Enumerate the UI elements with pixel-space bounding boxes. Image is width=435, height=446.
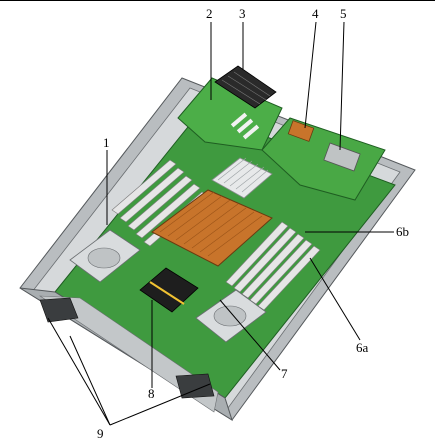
dimm-bank-right	[225, 221, 321, 311]
mezzanine-connector	[323, 142, 361, 172]
callout-labels: 1 2 3 4 5 6a 6b 7 8 9	[97, 6, 409, 441]
mezzanine-board-right	[261, 117, 386, 201]
callout-1: 1	[103, 135, 110, 150]
fan-left	[69, 229, 141, 283]
board-label-stripes	[230, 112, 260, 140]
leader-lines	[47, 21, 394, 426]
callout-2: 2	[206, 6, 213, 21]
callout-7: 7	[281, 366, 288, 381]
storage-module	[139, 267, 199, 313]
mezzanine-board-left	[177, 77, 283, 151]
callout-3: 3	[239, 6, 246, 21]
callout-6a: 6a	[356, 340, 369, 355]
callout-8: 8	[148, 386, 155, 401]
front-drive-slots	[39, 297, 215, 399]
top-rule	[0, 0, 435, 1]
heatsink-upper	[211, 157, 273, 199]
callout-9: 9	[97, 426, 104, 441]
callout-6b: 6b	[396, 224, 409, 239]
processor-heatsink	[151, 189, 273, 267]
mezzanine-latch	[287, 120, 315, 142]
callout-5: 5	[340, 6, 347, 21]
rear-connector	[214, 65, 277, 109]
callout-4: 4	[312, 6, 319, 21]
